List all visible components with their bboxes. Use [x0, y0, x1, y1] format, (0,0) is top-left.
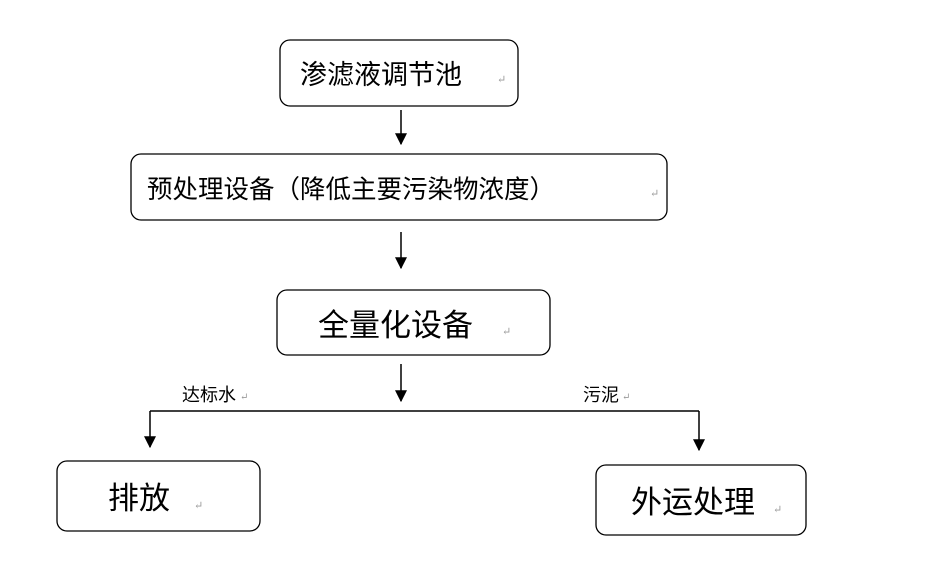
paragraph-mark: ↵: [497, 73, 506, 86]
edge-label-compliant-water-text: 达标水: [182, 385, 236, 406]
node-full-treatment-label: 全量化设备: [318, 308, 473, 344]
node-collection-tank-box: [279, 39, 519, 107]
node-discharge-label: 排放: [108, 481, 170, 517]
node-pretreatment-label: 预处理设备（降低主要污染物浓度）: [147, 175, 555, 205]
edge-label-sludge: 污泥 ↵: [583, 385, 630, 406]
edge-label-sludge-text: 污泥: [583, 385, 619, 406]
paragraph-mark: ↵: [194, 499, 203, 512]
node-transport: 外运处理 ↵: [595, 464, 807, 536]
edge-label-compliant-water: 达标水 ↵: [182, 385, 248, 406]
node-full-treatment: 全量化设备 ↵: [276, 289, 551, 356]
paragraph-mark: ↵: [502, 325, 511, 338]
paragraph-mark: ↵: [650, 187, 659, 200]
node-full-treatment-box: [276, 289, 551, 356]
node-transport-box: [595, 464, 807, 536]
paragraph-mark: ↵: [240, 392, 248, 403]
paragraph-mark: ↵: [773, 503, 782, 516]
node-collection-tank-label: 渗滤液调节池: [300, 60, 462, 91]
node-discharge-box: [56, 460, 261, 532]
node-discharge: 排放 ↵: [56, 460, 261, 532]
node-collection-tank: 渗滤液调节池 ↵: [279, 39, 519, 107]
paragraph-mark: ↵: [622, 392, 630, 403]
node-pretreatment-box: [130, 153, 668, 221]
node-transport-label: 外运处理: [631, 485, 755, 521]
node-pretreatment: 预处理设备（降低主要污染物浓度） ↵: [130, 153, 668, 221]
